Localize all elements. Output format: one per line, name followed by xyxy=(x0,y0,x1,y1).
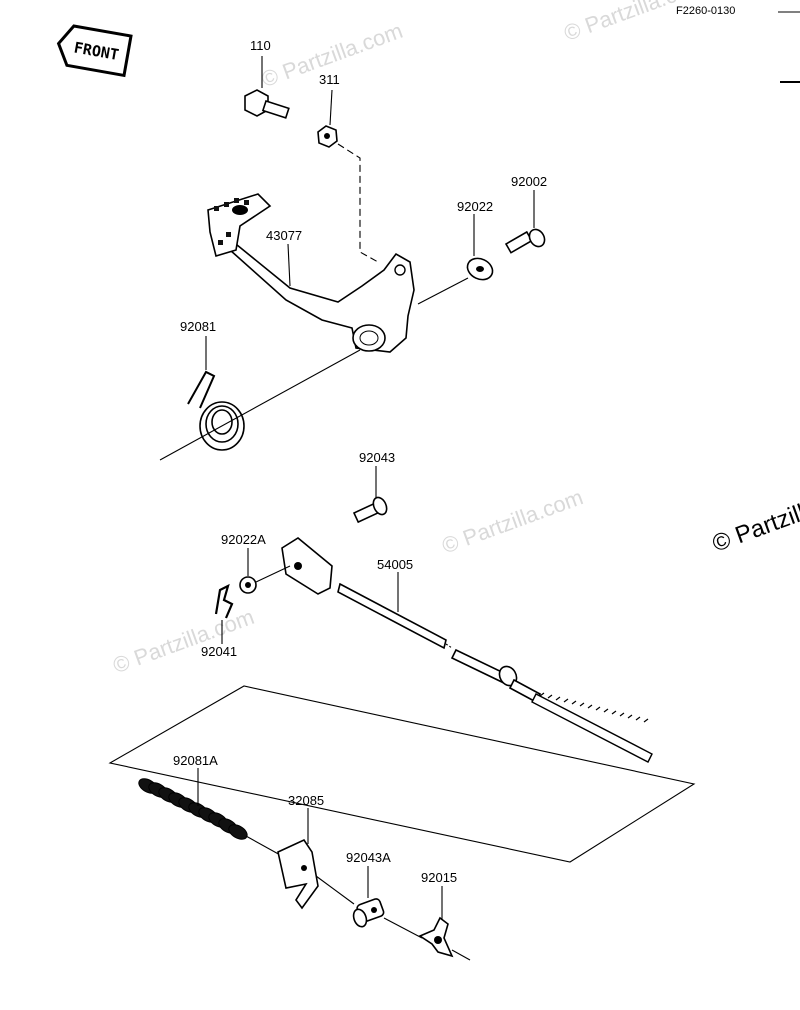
assembly-line xyxy=(417,277,469,305)
brake-rod-icon xyxy=(281,537,653,763)
trunnion-pin-icon xyxy=(352,898,385,928)
return-spring-icon xyxy=(187,370,245,451)
part-label-110: 110 xyxy=(250,38,271,53)
part-label-92015: 92015 xyxy=(421,870,457,885)
leader-line xyxy=(287,243,291,287)
part-label-92022: 92022 xyxy=(457,199,493,214)
assembly-line xyxy=(245,835,283,857)
assembly-line xyxy=(255,565,291,583)
bolt-icon xyxy=(244,89,290,119)
part-label-32085: 32085 xyxy=(288,793,324,808)
part-label-92043: 92043 xyxy=(359,450,395,465)
stopper-bracket-icon xyxy=(277,838,319,910)
figure-code: F2260-0130 xyxy=(676,5,735,17)
leader-line xyxy=(329,89,333,126)
exploded-view-frame xyxy=(108,685,696,863)
watermark-large: © Partzilla.com xyxy=(709,477,800,558)
brake-pedal-icon xyxy=(207,193,415,353)
coil-spring-icon xyxy=(138,778,248,840)
assembly-line xyxy=(337,143,379,263)
part-label-92043A: 92043A xyxy=(346,850,391,865)
watermark: © Partzilla.com xyxy=(438,484,586,558)
part-label-92041: 92041 xyxy=(201,644,237,659)
part-label-92081A: 92081A xyxy=(173,753,218,768)
assembly-line xyxy=(451,949,471,961)
pivot-bolt-icon xyxy=(504,228,546,254)
washer-icon xyxy=(466,257,494,281)
clevis-pin-icon xyxy=(352,496,388,524)
assembly-line xyxy=(315,875,355,905)
part-label-54005: 54005 xyxy=(377,557,413,572)
assembly-line xyxy=(159,349,361,461)
assembly-line xyxy=(383,917,423,939)
nut-icon xyxy=(317,125,338,148)
front-arrow-icon: FRONT xyxy=(56,24,133,78)
part-label-92081: 92081 xyxy=(180,319,216,334)
part-label-43077: 43077 xyxy=(266,228,302,243)
part-label-311: 311 xyxy=(319,72,340,87)
part-label-92022A: 92022A xyxy=(221,532,266,547)
wing-nut-icon xyxy=(418,916,454,958)
washer-icon xyxy=(239,576,257,594)
part-label-92002: 92002 xyxy=(511,174,547,189)
cotter-pin-icon xyxy=(214,583,234,619)
watermark: © Partzilla.com xyxy=(110,604,258,678)
